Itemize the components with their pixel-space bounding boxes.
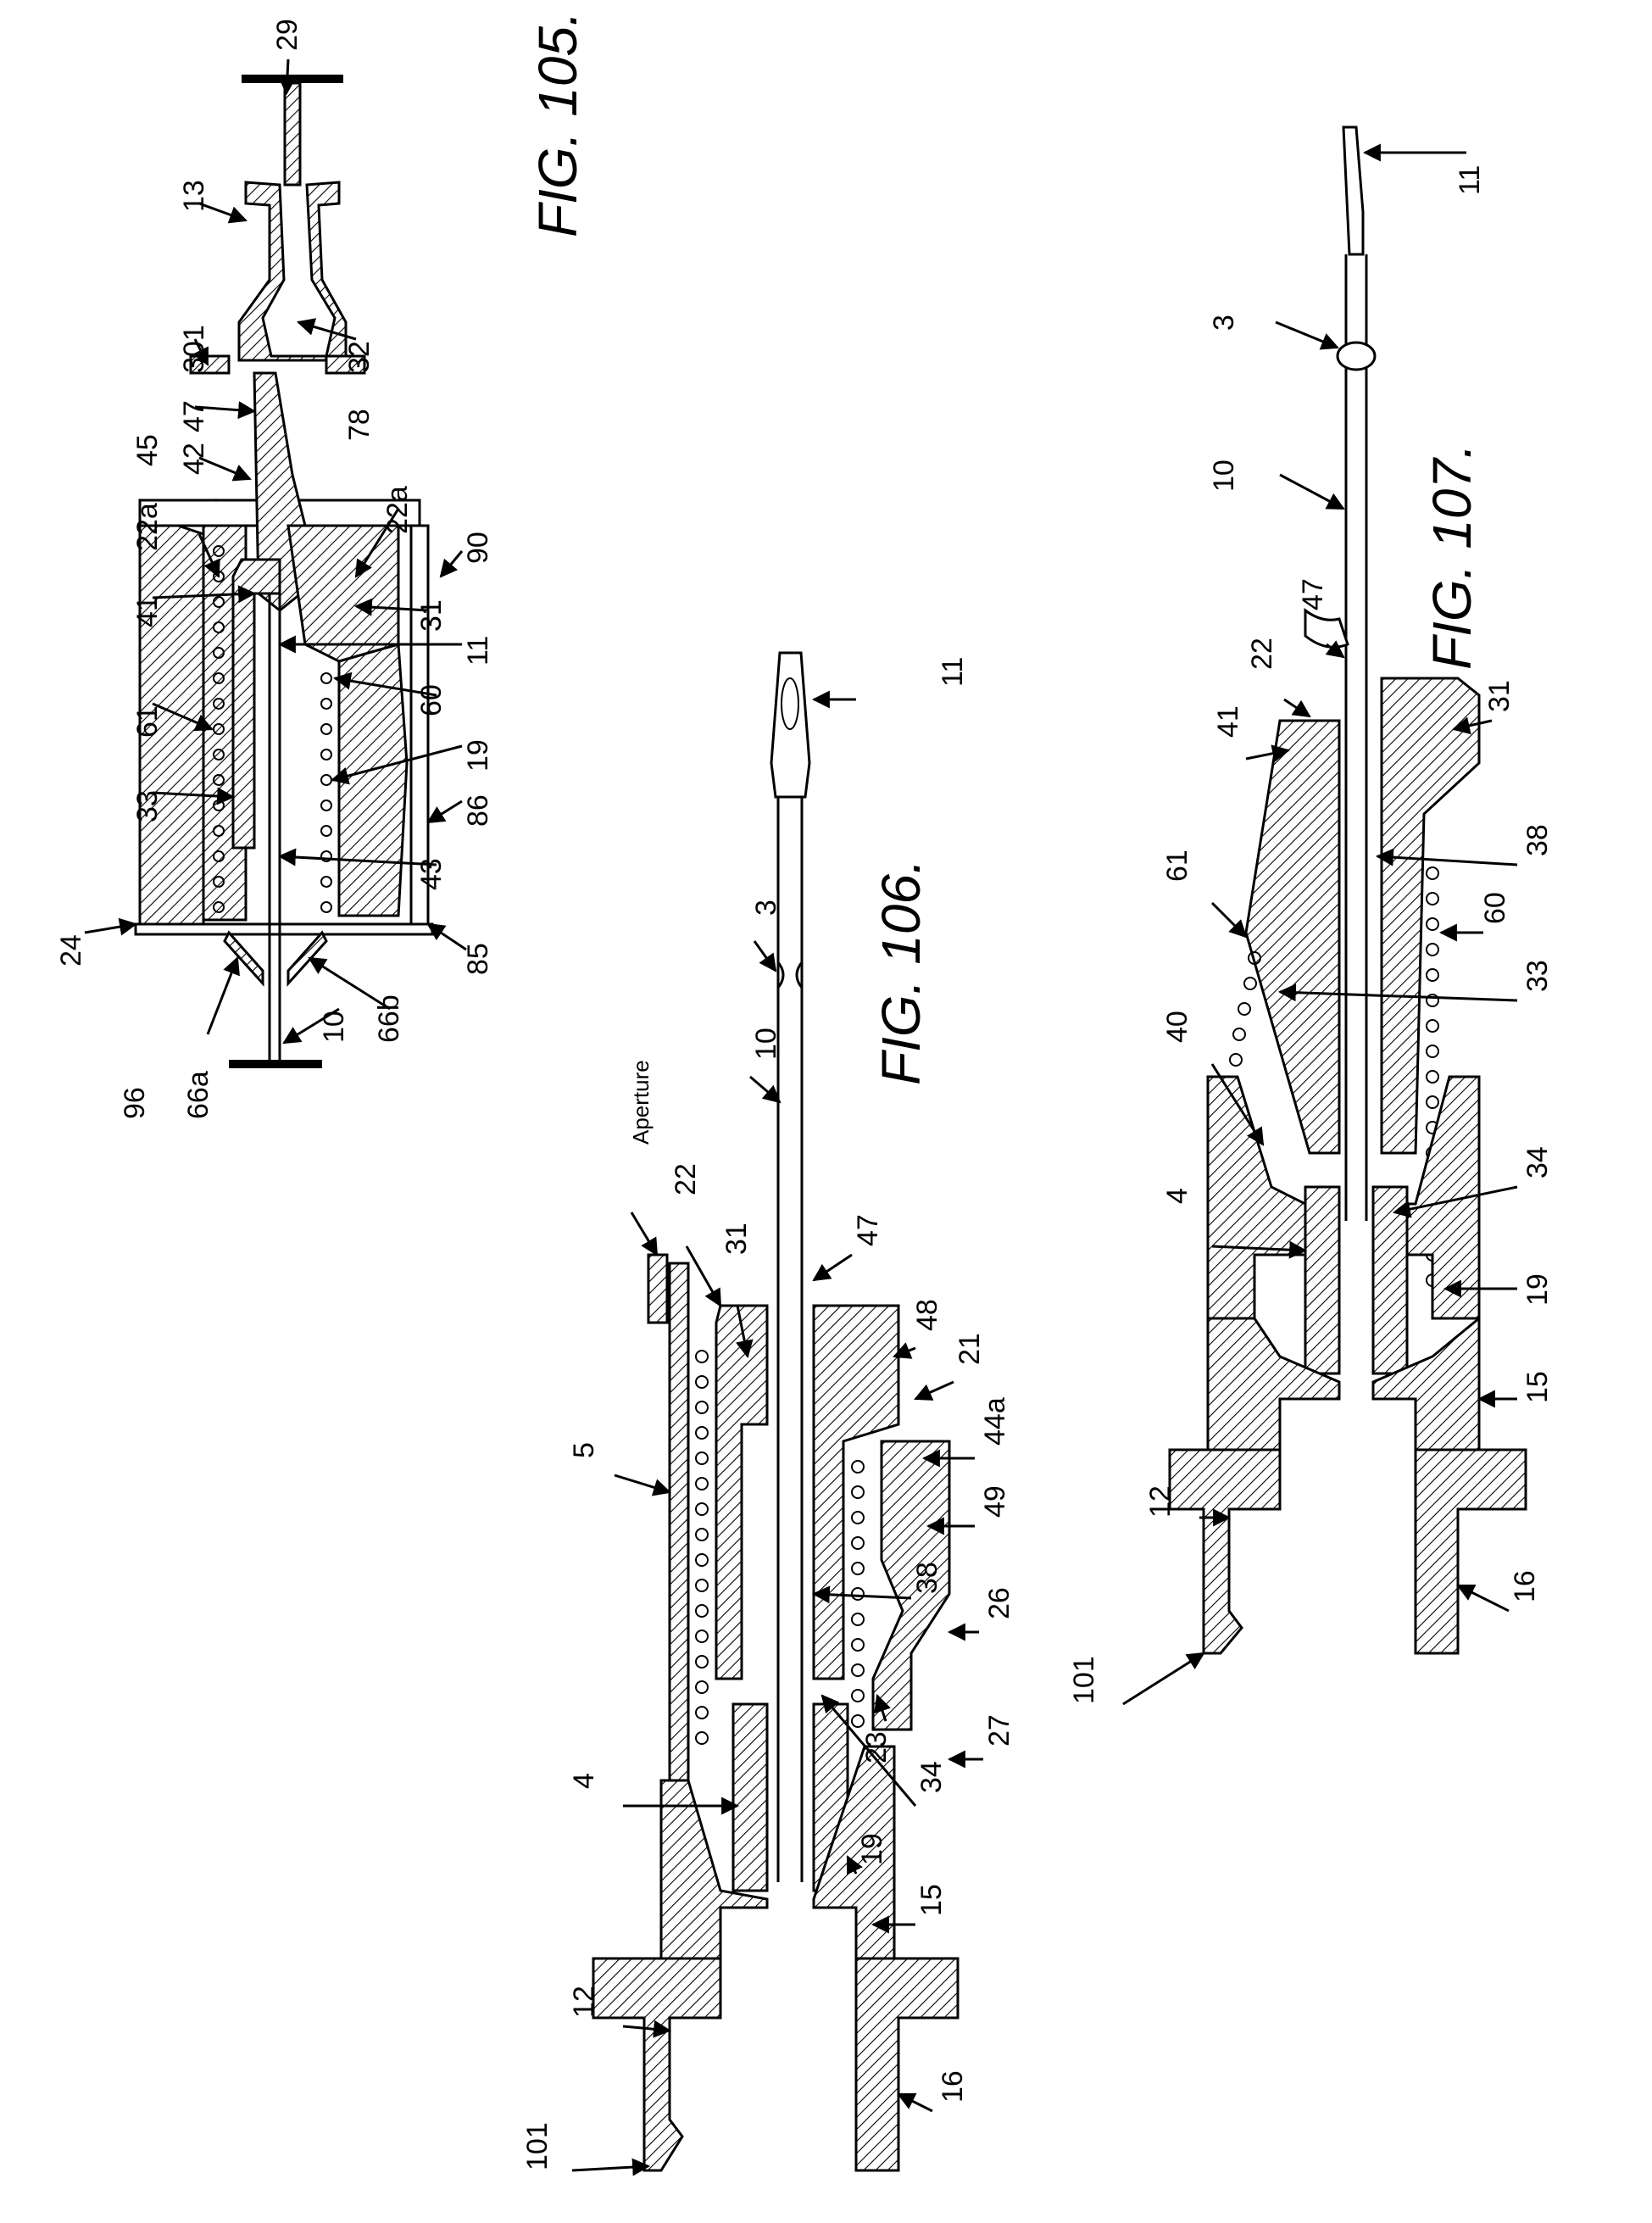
- label-61: 61: [131, 705, 164, 738]
- caption-fig106: FIG. 106.: [870, 859, 932, 1085]
- label-107-101: 101: [1068, 1656, 1100, 1704]
- label-106-21: 21: [954, 1333, 986, 1365]
- barrel-5: [670, 1263, 688, 1780]
- flange-16-106: [856, 1958, 958, 2170]
- needle-end-cap: [229, 1060, 322, 1068]
- label-29: 29: [271, 19, 303, 51]
- caption-fig107: FIG. 107.: [1421, 443, 1482, 670]
- label-22a-left: 22a: [131, 503, 164, 551]
- flange-12-107: [1170, 1450, 1280, 1653]
- label-41: 41: [131, 595, 164, 627]
- label-107-10: 10: [1208, 460, 1240, 492]
- label-106-49: 49: [979, 1485, 1011, 1518]
- caption-fig105: FIG. 105.: [527, 11, 588, 237]
- block-31: [288, 526, 398, 661]
- barrel-107-left: [1208, 1077, 1305, 1318]
- label-107-41: 41: [1212, 705, 1244, 738]
- label-106-5: 5: [568, 1442, 600, 1458]
- arm-41-107: [1246, 721, 1339, 1153]
- label-107-15: 15: [1521, 1371, 1554, 1403]
- label-107-60: 60: [1479, 892, 1511, 924]
- label-107-33: 33: [1521, 960, 1554, 992]
- post-4-107: [1305, 1187, 1339, 1373]
- label-106-101: 101: [521, 2122, 553, 2170]
- label-106-31: 31: [720, 1223, 753, 1255]
- label-106-3: 3: [750, 900, 782, 916]
- label-301: 301: [178, 325, 210, 373]
- label-45: 45: [131, 434, 164, 466]
- label-106-15: 15: [915, 1884, 948, 1916]
- label-106-48: 48: [911, 1299, 943, 1331]
- flange-16-107: [1416, 1450, 1526, 1653]
- flange-12-106: [593, 1958, 720, 2170]
- label-107-16: 16: [1509, 1570, 1541, 1602]
- label-32: 32: [343, 341, 375, 373]
- label-106-10: 10: [750, 1028, 782, 1060]
- tube-29: [285, 83, 300, 185]
- label-106-19: 19: [856, 1833, 888, 1865]
- label-107-11: 11: [1454, 165, 1486, 195]
- label-11: 11: [462, 636, 494, 666]
- label-42: 42: [178, 443, 210, 475]
- label-19: 19: [462, 739, 494, 772]
- label-107-34: 34: [1521, 1146, 1554, 1178]
- label-107-40: 40: [1161, 1011, 1193, 1043]
- label-106-34: 34: [915, 1761, 948, 1793]
- label-106-12: 12: [568, 1986, 600, 2018]
- clip-22-107: [1305, 610, 1348, 647]
- label-107-47: 47: [1297, 578, 1329, 610]
- label-106-16: 16: [937, 2070, 969, 2103]
- label-106-44a: 44a: [979, 1397, 1011, 1446]
- label-106-4: 4: [568, 1773, 600, 1789]
- label-60: 60: [415, 684, 448, 716]
- hub-31-106: [716, 1306, 767, 1679]
- label-10: 10: [318, 1011, 350, 1043]
- label-107-38: 38: [1521, 824, 1554, 856]
- label-107-31: 31: [1483, 680, 1516, 712]
- label-106-22: 22: [670, 1163, 702, 1195]
- needle-tip-107: [1343, 127, 1363, 254]
- label-107-3: 3: [1208, 315, 1240, 331]
- label-107-19: 19: [1521, 1273, 1554, 1306]
- label-106-47: 47: [852, 1214, 884, 1246]
- label-107-12: 12: [1144, 1485, 1176, 1518]
- label-107-22: 22: [1246, 638, 1278, 670]
- label-106-11: 11: [937, 657, 969, 687]
- label-13: 13: [178, 180, 210, 212]
- label-106-38: 38: [911, 1562, 943, 1594]
- aperture-flap: [648, 1255, 667, 1323]
- post-4-106: [733, 1704, 767, 1891]
- label-106-aperture: Aperture: [628, 1060, 654, 1145]
- label-33: 33: [131, 790, 164, 822]
- label-86: 86: [462, 794, 494, 827]
- label-31: 31: [415, 599, 448, 632]
- label-24: 24: [55, 934, 87, 967]
- label-107-61: 61: [1161, 850, 1193, 882]
- figure-105: [136, 75, 432, 1068]
- label-96: 96: [119, 1087, 151, 1119]
- label-106-26: 26: [983, 1587, 1015, 1619]
- label-66a: 66a: [182, 1071, 214, 1119]
- label-90: 90: [462, 532, 494, 564]
- label-107-4: 4: [1161, 1188, 1193, 1204]
- adapter-13: [239, 182, 346, 360]
- label-106-27: 27: [983, 1714, 1015, 1747]
- label-47: 47: [178, 400, 210, 432]
- figure-107: [1170, 127, 1526, 1653]
- crimp-3-107: [1338, 343, 1375, 370]
- base-plate: [136, 924, 432, 934]
- label-78: 78: [343, 409, 375, 441]
- label-85: 85: [462, 943, 494, 975]
- post-4-107-r: [1373, 1187, 1407, 1373]
